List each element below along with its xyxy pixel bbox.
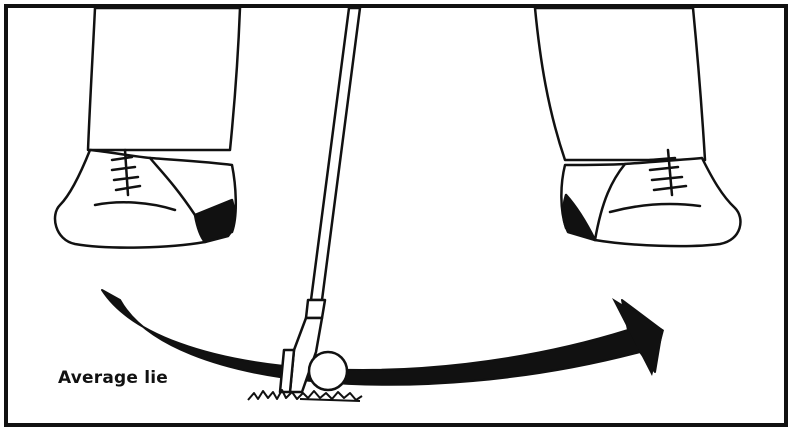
caption-label: Average lie <box>58 368 168 388</box>
left-leg-icon <box>88 8 240 150</box>
golf-ball-icon <box>309 352 347 390</box>
right-leg-icon <box>535 8 705 160</box>
